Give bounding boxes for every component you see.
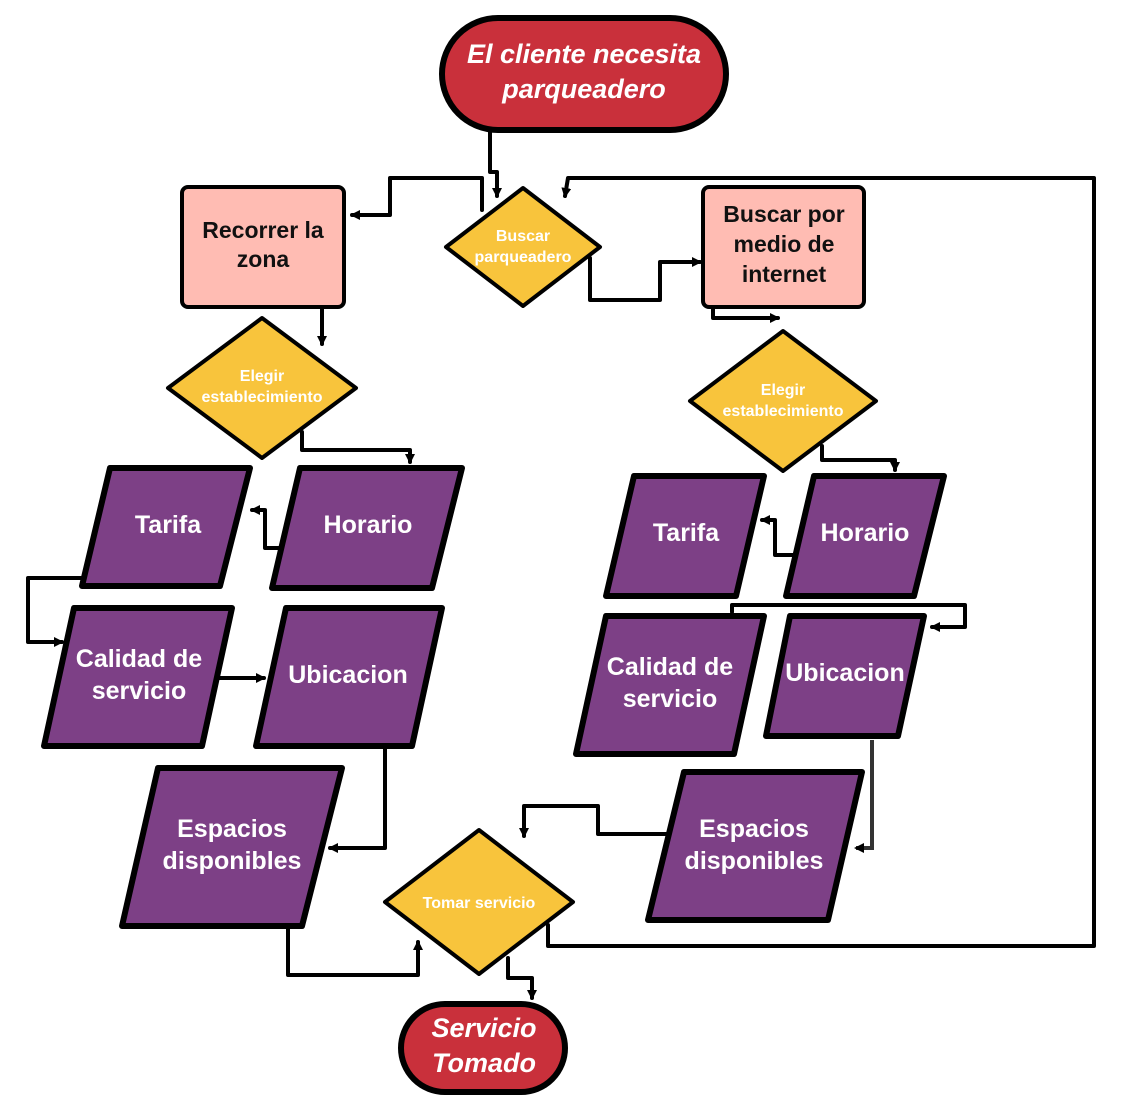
process-walk-zone: Recorrer la zona: [180, 185, 346, 309]
decision-choose-right-line2: establecimiento: [723, 403, 844, 420]
connector-location-to-spaces-left: [328, 746, 387, 853]
decision-choose-left-line2: establecimiento: [202, 389, 323, 406]
connector-rate-to-quality-left: [26, 576, 86, 647]
connector-search-to-internet: [588, 256, 702, 302]
data-quality-right-line2: servicio: [623, 685, 718, 713]
decision-choose-right-line1: Elegir: [761, 382, 805, 399]
process-internet-line3: internet: [742, 261, 827, 287]
data-rate-left: [79, 465, 253, 589]
connector-take-to-end: [506, 956, 537, 1000]
decision-choose-left-line1: Elegir: [240, 368, 284, 385]
connector-internet-to-choose-right: [711, 304, 780, 323]
process-walk-zone-line1: Recorrer la: [202, 217, 324, 243]
data-quality-right: [573, 613, 767, 757]
process-internet-line2: medio de: [734, 231, 835, 257]
data-rate-right: [603, 473, 767, 599]
data-spaces-right-line1: Espacios: [699, 815, 809, 843]
data-location-left-label: Ubicacion: [288, 661, 407, 689]
data-rate-right-label: Tarifa: [653, 519, 720, 547]
connector-schedule-to-rate-right: [760, 515, 797, 557]
connector-rate-to-location-right: [730, 603, 967, 632]
decision-search-parking: Buscar parqueadero: [444, 186, 602, 308]
connector-spaces-to-take-right: [519, 804, 670, 838]
process-internet-line1: Buscar por: [723, 201, 844, 227]
connector-choose-to-schedule-left: [300, 430, 415, 464]
connector-start-to-search: [488, 128, 502, 198]
connector-choose-to-schedule-right: [820, 444, 900, 472]
connector-search-to-walk-zone: [350, 176, 484, 220]
data-spaces-left-line2: disponibles: [163, 847, 302, 875]
end-label-line2: Tomado: [432, 1048, 536, 1078]
connector-take-to-search-loop: [546, 176, 1096, 948]
decision-search-line1: Buscar: [496, 228, 550, 245]
data-location-left: [253, 605, 445, 749]
end-terminal: Servicio Tomado: [398, 1001, 568, 1095]
data-schedule-left-label: Horario: [324, 511, 413, 539]
data-location-right-label: Ubicacion: [785, 659, 904, 687]
data-spaces-right-line2: disponibles: [685, 847, 824, 875]
data-rate-left-label: Tarifa: [135, 511, 202, 539]
connector-spaces-to-take-left: [286, 926, 423, 977]
data-quality-left-line2: servicio: [92, 677, 187, 705]
decision-take-service: Tomar servicio: [383, 828, 575, 976]
data-spaces-left: [119, 765, 345, 929]
decision-choose-right: Elegir establecimiento: [688, 329, 878, 473]
data-schedule-right: [783, 473, 947, 599]
start-label-line2: parqueadero: [501, 74, 666, 104]
process-walk-zone-line2: zona: [237, 246, 290, 272]
decision-search-line2: parqueadero: [475, 249, 572, 266]
connector-schedule-to-rate-left: [250, 505, 284, 550]
data-spaces-right: [645, 769, 865, 923]
decision-take-label: Tomar servicio: [423, 895, 536, 912]
data-quality-left-line1: Calidad de: [76, 645, 203, 673]
data-location-right: [763, 613, 927, 739]
process-search-internet: Buscar por medio de internet: [701, 185, 866, 309]
connectors: [26, 128, 1096, 1000]
data-schedule-left: [269, 465, 465, 591]
data-quality-right-line1: Calidad de: [607, 653, 734, 681]
end-label-line1: Servicio: [431, 1013, 536, 1043]
start-label-line1: El cliente necesita: [467, 39, 701, 69]
decision-choose-left: Elegir establecimiento: [166, 316, 358, 460]
data-spaces-left-line1: Espacios: [177, 815, 287, 843]
data-quality-left: [41, 605, 235, 749]
data-schedule-right-label: Horario: [821, 519, 910, 547]
connector-location-to-spaces-right: [854, 740, 874, 853]
start-terminal: El cliente necesita parqueadero: [439, 15, 729, 133]
